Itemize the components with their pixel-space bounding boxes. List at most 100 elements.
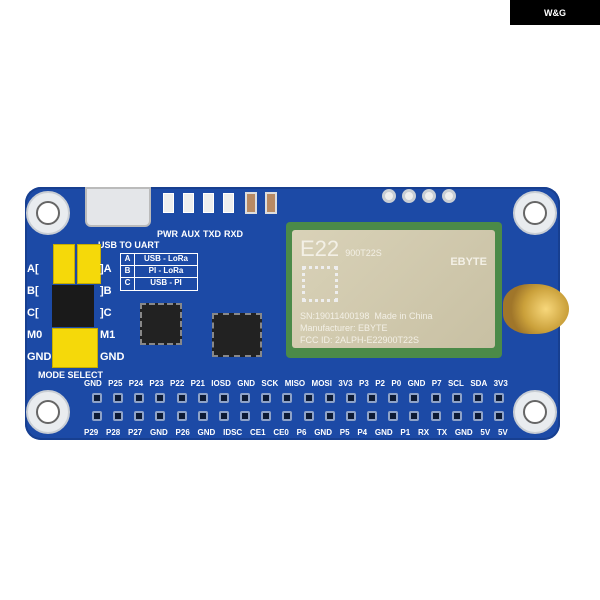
header-pad xyxy=(382,189,396,203)
led-aux xyxy=(183,193,194,213)
pin-label: IOSD xyxy=(211,379,231,388)
gpio-pin xyxy=(388,411,399,421)
gpio-pin xyxy=(155,393,166,403)
gpio-pin xyxy=(324,393,335,403)
gpio-pin xyxy=(176,411,187,421)
pin-label: P25 xyxy=(108,379,123,388)
led-label: AUX xyxy=(181,229,201,239)
mount-hole xyxy=(26,191,70,235)
mode-value: PI - LoRa xyxy=(148,266,184,275)
pin-label: P1 xyxy=(400,428,411,437)
led-label: PWR xyxy=(157,229,178,239)
module-sn: SN:19011400198 xyxy=(300,311,370,321)
gpio-pin xyxy=(409,411,420,421)
pin-label: CE0 xyxy=(273,428,289,437)
led-pwr xyxy=(163,193,174,213)
pin-label: GND xyxy=(454,428,473,437)
mount-hole xyxy=(513,191,557,235)
gpio-pin xyxy=(472,393,483,403)
gpio-pin xyxy=(134,411,145,421)
mount-hole xyxy=(513,390,557,434)
pin-label: P23 xyxy=(149,379,164,388)
sma-antenna-connector[interactable] xyxy=(503,284,569,334)
jumper-cap[interactable] xyxy=(52,328,98,368)
pin-label: IDSC xyxy=(223,428,243,437)
micro-usb-port[interactable] xyxy=(85,187,151,227)
module-sub: 900T22S xyxy=(345,248,382,258)
pin-label: MOSI xyxy=(311,379,332,388)
module-brand: EBYTE xyxy=(450,256,487,268)
mode-key: B xyxy=(121,266,135,277)
pin-label: P0 xyxy=(391,379,402,388)
gpio-pin xyxy=(261,411,272,421)
pin-label: P22 xyxy=(170,379,185,388)
module-fcc: FCC ID: 2ALPH-E22900T22S xyxy=(300,335,420,345)
pin-label: MISO xyxy=(284,379,306,388)
capacitor xyxy=(245,192,257,214)
gpio-pin xyxy=(430,411,441,421)
usb-label: USB TO UART xyxy=(98,240,160,250)
pin-label: P4 xyxy=(357,428,368,437)
pin-label: 5V xyxy=(480,428,491,437)
label: B[ xyxy=(27,285,39,297)
module-model: E22 xyxy=(300,236,340,261)
label: M1 xyxy=(100,329,116,341)
pin-row-bottom xyxy=(92,411,504,421)
gpio-pin xyxy=(218,411,229,421)
gpio-pin xyxy=(240,411,251,421)
jumper-cap[interactable] xyxy=(53,244,75,284)
module-shield: E22 900T22S EBYTE SN:19011400198 Made in… xyxy=(292,230,495,348)
pin-label: SCK xyxy=(261,379,279,388)
gpio-pin xyxy=(176,393,187,403)
label: ]A xyxy=(100,263,112,275)
label: ]B xyxy=(100,285,112,297)
gpio-pin xyxy=(113,393,124,403)
pin-label: GND xyxy=(150,428,168,437)
pin-label: CE1 xyxy=(249,428,266,437)
capacitor xyxy=(265,192,277,214)
pin-label: P5 xyxy=(339,428,350,437)
pin-label: P28 xyxy=(106,428,121,437)
pin-label: SDA xyxy=(470,379,488,388)
pin-label: P2 xyxy=(375,379,385,388)
pin-label: RX xyxy=(417,428,430,437)
label: ]C xyxy=(100,307,112,319)
pin-label: GND xyxy=(374,428,393,437)
gpio-pin xyxy=(345,393,356,403)
pin-label: GND xyxy=(197,428,216,437)
label: C[ xyxy=(27,307,39,319)
gpio-pin xyxy=(451,411,462,421)
led-rxd xyxy=(223,193,234,213)
gpio-pin xyxy=(493,393,504,403)
pin-label: P24 xyxy=(128,379,144,388)
mode-key: C xyxy=(121,278,135,290)
gpio-pin xyxy=(367,411,378,421)
pin-label: P26 xyxy=(175,428,190,437)
header-pad xyxy=(402,189,416,203)
module-origin: Made in China xyxy=(374,311,433,321)
gpio-pin xyxy=(493,411,504,421)
pin-label: P27 xyxy=(128,428,143,437)
led-label: TXD xyxy=(203,229,222,239)
brand-logo: W&G xyxy=(510,0,600,25)
mode-value: USB - LoRa xyxy=(144,254,188,263)
pin-label: TX xyxy=(436,428,448,437)
gpio-pin xyxy=(430,393,441,403)
gpio-pin xyxy=(240,393,251,403)
gpio-pin xyxy=(282,393,293,403)
pin-label: 5V xyxy=(497,428,508,437)
gpio-pin xyxy=(388,393,399,403)
gpio-pin xyxy=(218,393,229,403)
pin-label: GND xyxy=(407,379,426,388)
gpio-pin xyxy=(472,411,483,421)
jumper-cap[interactable] xyxy=(77,244,101,284)
usb-uart-chip xyxy=(140,303,182,345)
